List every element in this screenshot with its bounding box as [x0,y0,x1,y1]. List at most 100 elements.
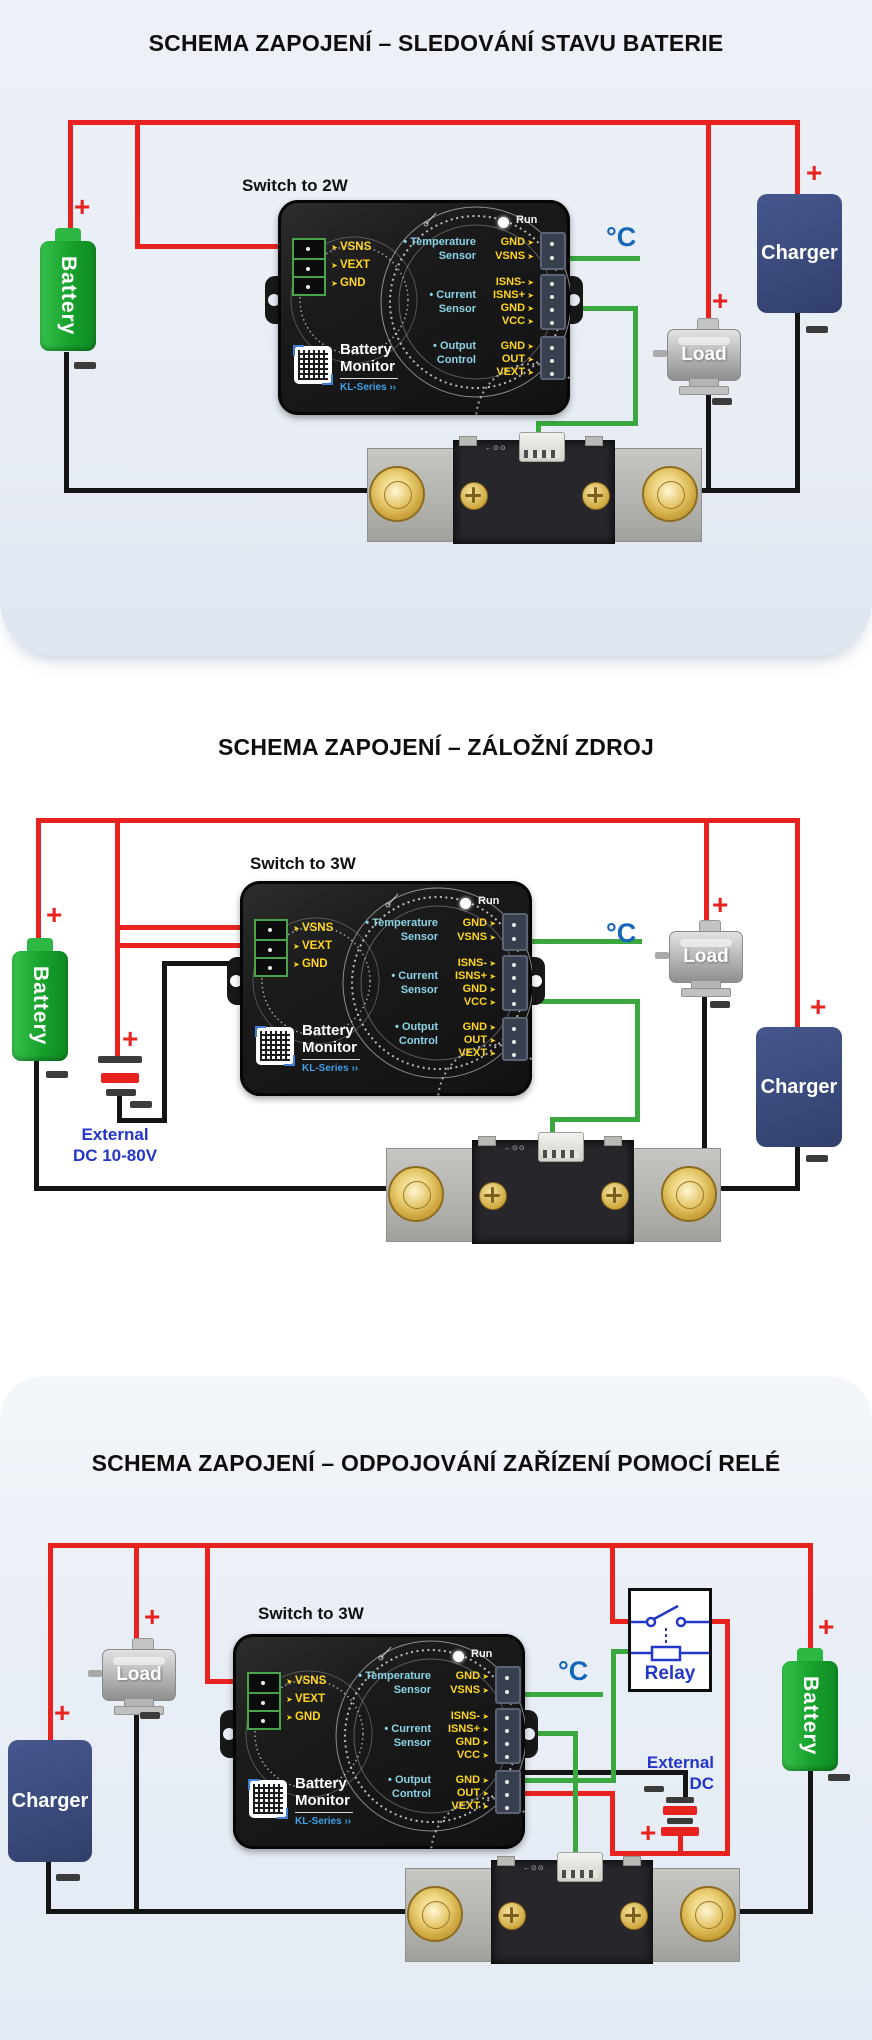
wire-current-sensor [635,999,640,1121]
pin: OUT [430,353,534,366]
shunt-connector [538,1132,584,1162]
wire-negative [117,1094,122,1123]
battery-label: Battery [57,256,80,336]
section3-title: SCHEMA ZAPOJENÍ – ODPOJOVÁNÍ ZAŘÍZENÍ PO… [91,1450,781,1476]
external-dc-line1: External [646,1753,714,1772]
run-label: Run [478,895,500,907]
wire-positive [704,818,709,922]
qr-code [248,1779,288,1819]
terminal-block [254,919,288,977]
plus-sign: + [818,1611,835,1642]
wire-current-sensor [503,1731,578,1736]
wire-relay-coil [611,1649,616,1783]
battery-monitor-device: Run VSNS VEXT GND Temperature Sensor GND… [265,200,583,415]
wire-positive [134,1543,139,1652]
load-shaft [653,350,667,357]
pin-gnd: GND [293,955,363,973]
wire-positive [795,120,800,196]
wire-positive [36,818,41,938]
wire-positive [610,1543,615,1624]
pin: GND [392,917,496,930]
wire-negative [706,388,711,493]
run-led [453,1651,464,1662]
wire-negative [162,961,270,966]
shunt-screw [582,482,610,510]
wire-current-sensor [550,1117,640,1122]
wire-positive [68,120,73,230]
wire-output [610,1791,615,1856]
wire-positive [115,925,270,930]
section2-title: SCHEMA ZAPOJENÍ – ZÁLOŽNÍ ZDROJ [218,734,654,760]
pin-vext: VEXT [293,937,363,955]
brand-line2: Monitor [295,1792,350,1809]
minus-sign [130,1101,152,1108]
charger: Charger [8,1740,92,1862]
wire-temp-sensor [512,939,642,944]
temperature-unit: °C [606,222,637,252]
wire-relay-coil [611,1649,637,1654]
battery-terminal [797,1648,823,1661]
connector [540,274,566,330]
wire-negative [503,1770,688,1775]
external-dc-line1: External [81,1125,149,1144]
wire-negative [795,1147,800,1190]
qr-code [293,345,333,385]
plus-sign: + [712,889,729,920]
pin: GND [385,1774,489,1787]
pin-gnd: GND [286,1708,356,1726]
brand-line2: Monitor [302,1039,357,1056]
wire-negative [702,992,707,1190]
pin-vext: VEXT [331,256,401,274]
load-label: Load [683,946,729,967]
wire-positive [36,818,797,823]
battery-label: Battery [29,966,52,1046]
wire-negative [795,313,800,493]
wire-output [503,1791,613,1796]
wire-negative [162,961,167,1123]
section1-title: SCHEMA ZAPOJENÍ – SLEDOVÁNÍ STAVU BATERI… [148,30,724,56]
wire-temp-sensor [548,256,640,261]
pin-vext: VEXT [286,1690,356,1708]
shunt-screw [460,482,488,510]
shunt-connector [519,432,565,462]
load-label: Load [681,344,727,365]
wire-negative [134,1710,139,1913]
wire-positive [808,1543,813,1650]
wire-positive [678,1835,683,1855]
connector [540,336,566,380]
relay-symbol [631,1604,709,1662]
external-dc-label: External DC 10-80V [40,1124,190,1166]
minus-sign [828,1774,850,1781]
plus-sign: + [122,1023,139,1054]
pin: VSNS [392,931,496,944]
wire-current-sensor [536,421,638,426]
battery-terminal [55,228,81,241]
wire-positive [68,120,800,125]
wire-positive [135,244,308,249]
brand-line1: Battery [340,341,392,358]
connector [540,232,566,270]
pin: GND [392,1021,496,1034]
wire-positive [610,1851,730,1856]
load-shaft [655,952,669,959]
shunt-resistor: ←⊙⊙ [367,432,702,550]
wire-positive [135,120,140,248]
wire-negative [683,1770,688,1800]
terminal-block [247,1672,281,1730]
series-label: KL-Series ›› [295,1816,352,1827]
shunt-bolt [407,1886,463,1942]
ext-dc-bar [101,1073,139,1083]
load-shaft [88,1670,102,1677]
temperature-unit: °C [606,918,637,948]
battery-monitor-device: Run VSNS VEXT GND Temperature Sensor GND… [220,1634,538,1849]
pin: OUT [385,1787,489,1800]
battery-terminal [27,938,53,951]
wire-negative [117,1118,167,1123]
relay-label: Relay [644,1663,696,1684]
plus-sign: + [54,1697,71,1728]
shunt-bolt [369,466,425,522]
pin: ISNS+ [385,1723,489,1736]
load: Load [655,920,747,997]
pin: GND [392,983,496,996]
wire-negative [710,1909,813,1914]
